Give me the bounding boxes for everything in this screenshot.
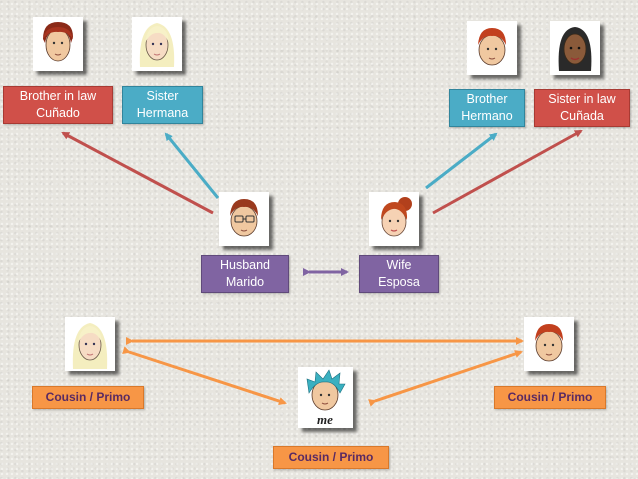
arrow-me-to-cousin-right <box>368 350 523 407</box>
husband-es: Marido <box>225 275 265 289</box>
brother-es: Hermano <box>461 109 513 123</box>
cousin-right-label: Cousin / Primo <box>494 386 606 409</box>
man-face-icon <box>478 28 506 66</box>
cousin-left-label: Cousin / Primo <box>32 386 144 409</box>
brother-portrait <box>467 21 517 75</box>
wife-label: Wife Esposa <box>359 255 439 293</box>
arrow-wife-to-sister-in-law <box>432 129 583 215</box>
husband-label: Husband Marido <box>201 255 289 293</box>
wife-es: Esposa <box>378 275 420 289</box>
cousin-me-label: Cousin / Primo <box>273 446 389 469</box>
me-label: me <box>317 412 333 427</box>
arrow-cousin-left-to-me <box>122 346 287 405</box>
sister-in-law-label: Sister in law Cuñada <box>534 89 630 127</box>
sister-es: Hermana <box>136 106 189 120</box>
wife-portrait <box>369 192 419 246</box>
arrow-husband-to-brother-in-law <box>61 131 214 215</box>
wife-en: Wife <box>386 258 412 272</box>
boy-face-icon: me <box>306 369 346 427</box>
man-face-icon <box>535 324 563 362</box>
man-face-icon <box>43 22 73 62</box>
cousin-left-text: Cousin / Primo <box>45 390 131 404</box>
brother-in-law-es: Cuñado <box>36 106 80 120</box>
arrow-husband-to-sister <box>164 132 220 199</box>
brother-label: Brother Hermano <box>449 89 525 127</box>
cousin-right-portrait <box>524 317 574 371</box>
sister-label: Sister Hermana <box>122 86 203 124</box>
woman-face-icon <box>72 323 108 369</box>
sister-en: Sister <box>146 89 179 103</box>
husband-en: Husband <box>219 258 271 272</box>
cousin-right-text: Cousin / Primo <box>507 390 593 404</box>
cousin-left-portrait <box>65 317 115 371</box>
sister-in-law-en: Sister in law <box>548 92 616 106</box>
brother-in-law-label: Brother in law Cuñado <box>3 86 113 124</box>
cousin-me-text: Cousin / Primo <box>288 450 374 464</box>
woman-face-icon <box>139 23 175 67</box>
arrow-wife-to-brother <box>425 132 498 190</box>
man-with-glasses-icon <box>230 199 258 237</box>
me-portrait: me <box>298 367 353 428</box>
brother-in-law-portrait <box>33 17 83 71</box>
sister-in-law-portrait <box>550 21 600 75</box>
brother-in-law-en: Brother in law <box>19 89 97 103</box>
sister-in-law-es: Cuñada <box>560 109 604 123</box>
woman-face-icon <box>381 197 412 237</box>
woman-face-icon <box>558 27 592 71</box>
brother-en: Brother <box>466 92 508 106</box>
husband-portrait <box>219 192 269 246</box>
sister-portrait <box>132 17 182 71</box>
